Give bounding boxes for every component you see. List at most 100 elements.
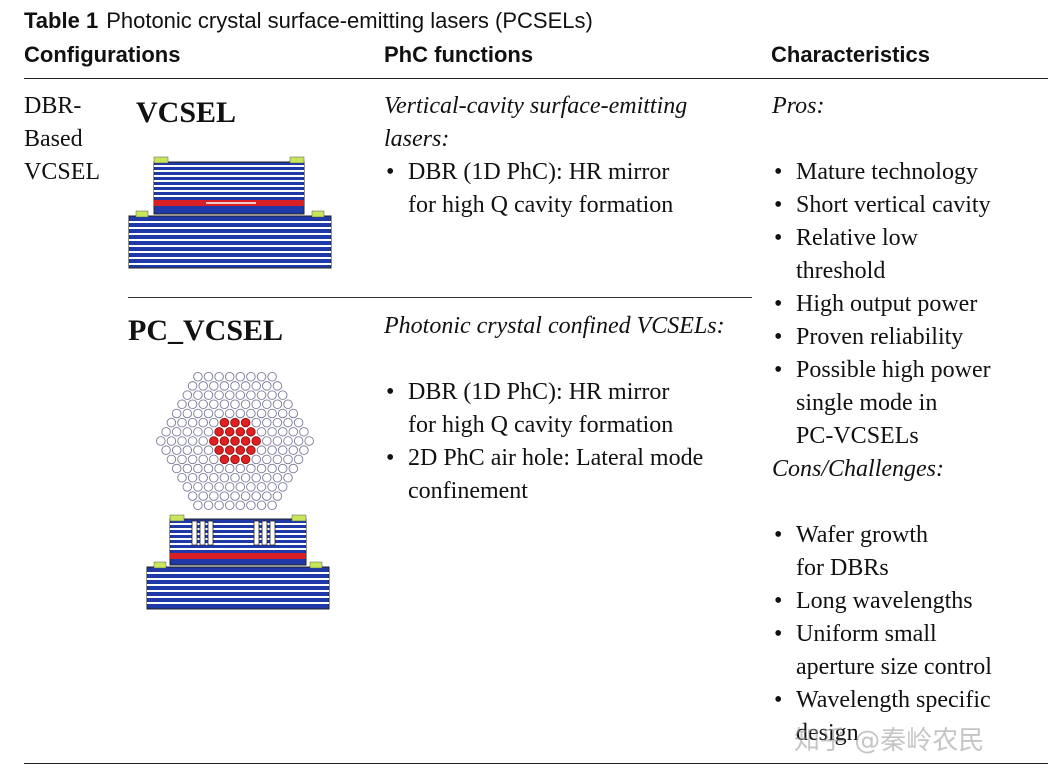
function-title-line: lasers: bbox=[384, 126, 450, 152]
air-hole bbox=[182, 482, 193, 492]
core-air-hole bbox=[219, 436, 230, 446]
air-hole bbox=[272, 381, 283, 391]
core-air-hole bbox=[214, 427, 224, 437]
air-hole bbox=[262, 399, 272, 410]
function-title: Vertical-cavity surface-emitting lasers: bbox=[384, 90, 756, 156]
vcsel-functions: Vertical-cavity surface-emitting lasers:… bbox=[384, 90, 756, 222]
air-hole bbox=[171, 445, 182, 455]
air-hole bbox=[251, 454, 261, 465]
air-hole bbox=[214, 371, 224, 382]
air-hole bbox=[224, 500, 235, 511]
core-air-hole bbox=[209, 436, 219, 446]
config-name-vcsel: VCSEL bbox=[136, 96, 237, 129]
air-hole bbox=[256, 500, 267, 511]
core-air-hole bbox=[230, 436, 240, 446]
air-hole bbox=[198, 491, 208, 501]
air-hole bbox=[262, 472, 272, 483]
air-hole bbox=[262, 454, 272, 465]
air-hole bbox=[304, 436, 314, 446]
air-hole bbox=[256, 445, 267, 455]
footer-rule bbox=[24, 763, 1048, 764]
list-item: Relative low threshold bbox=[772, 222, 1042, 288]
air-hole bbox=[277, 390, 288, 400]
core-air-hole bbox=[235, 427, 246, 437]
pc-vcsel-functions: Photonic crystal confined VCSELs: DBR (1… bbox=[384, 310, 756, 508]
air-hole bbox=[198, 417, 208, 428]
air-hole bbox=[288, 463, 299, 474]
air-hole bbox=[293, 417, 304, 428]
air-hole bbox=[277, 445, 288, 455]
air-hole bbox=[214, 390, 224, 400]
header-configurations: Configurations bbox=[24, 42, 181, 67]
air-hole bbox=[272, 454, 283, 465]
air-hole bbox=[182, 408, 193, 419]
air-hole bbox=[193, 427, 203, 437]
core-air-hole bbox=[246, 445, 256, 455]
air-hole bbox=[262, 491, 272, 501]
air-hole bbox=[182, 390, 193, 400]
core-air-hole bbox=[230, 454, 240, 465]
air-hole bbox=[224, 463, 235, 474]
air-hole bbox=[182, 445, 193, 455]
air-hole bbox=[235, 371, 246, 382]
air-hole bbox=[156, 436, 166, 446]
air-hole bbox=[219, 381, 230, 391]
pc-vcsel-cross-section-icon bbox=[146, 514, 330, 610]
air-hole bbox=[277, 463, 288, 474]
air-hole bbox=[240, 472, 251, 483]
list-item: DBR (1D PhC): HR mirror for high Q cavit… bbox=[384, 156, 756, 222]
spacer bbox=[772, 486, 1042, 519]
air-hole bbox=[193, 390, 203, 400]
air-hole bbox=[240, 381, 251, 391]
air-hole bbox=[177, 417, 187, 428]
core-air-hole bbox=[224, 427, 235, 437]
air-hole bbox=[246, 463, 256, 474]
list-item: Wafer growth for DBRs bbox=[772, 519, 1042, 585]
group-label-line: VCSEL bbox=[24, 159, 101, 185]
air-hole bbox=[198, 472, 208, 483]
air-hole bbox=[267, 500, 277, 511]
air-hole bbox=[256, 408, 267, 419]
air-hole bbox=[219, 472, 230, 483]
air-hole bbox=[246, 482, 256, 492]
core-air-hole bbox=[224, 445, 235, 455]
air-hole bbox=[288, 445, 299, 455]
list-item: Wavelength specific design bbox=[772, 684, 1042, 750]
air-hole bbox=[283, 472, 293, 483]
air-hole bbox=[272, 399, 283, 410]
air-hole bbox=[203, 482, 214, 492]
subrow-divider bbox=[128, 297, 752, 298]
air-hole bbox=[235, 390, 246, 400]
air-hole bbox=[177, 454, 187, 465]
air-hole bbox=[235, 408, 246, 419]
air-hole bbox=[262, 381, 272, 391]
air-hole bbox=[267, 408, 277, 419]
air-hole bbox=[209, 417, 219, 428]
list-item: Uniform small aperture size control bbox=[772, 618, 1042, 684]
air-hole bbox=[235, 500, 246, 511]
air-hole bbox=[283, 399, 293, 410]
list-item: Short vertical cavity bbox=[772, 189, 1042, 222]
header-phc-functions: PhC functions bbox=[384, 42, 534, 67]
air-hole bbox=[251, 381, 261, 391]
air-hole bbox=[187, 436, 198, 446]
air-hole bbox=[283, 436, 293, 446]
hexagonal-photonic-crystal-icon bbox=[156, 371, 314, 511]
function-list: DBR (1D PhC): HR mirror for high Q cavit… bbox=[384, 156, 756, 222]
air-hole bbox=[272, 491, 283, 501]
core-air-hole bbox=[219, 454, 230, 465]
core-air-hole bbox=[230, 417, 240, 428]
air-hole bbox=[203, 371, 214, 382]
air-hole bbox=[224, 390, 235, 400]
air-hole bbox=[171, 427, 182, 437]
characteristics: Pros: Mature technology Short vertical c… bbox=[772, 90, 1042, 750]
air-hole bbox=[267, 445, 277, 455]
core-air-hole bbox=[246, 427, 256, 437]
air-hole bbox=[272, 472, 283, 483]
air-hole bbox=[267, 482, 277, 492]
air-hole bbox=[187, 454, 198, 465]
air-hole bbox=[235, 463, 246, 474]
air-hole bbox=[299, 445, 309, 455]
function-title-line: Vertical-cavity surface-emitting bbox=[384, 93, 688, 119]
air-hole bbox=[214, 482, 224, 492]
